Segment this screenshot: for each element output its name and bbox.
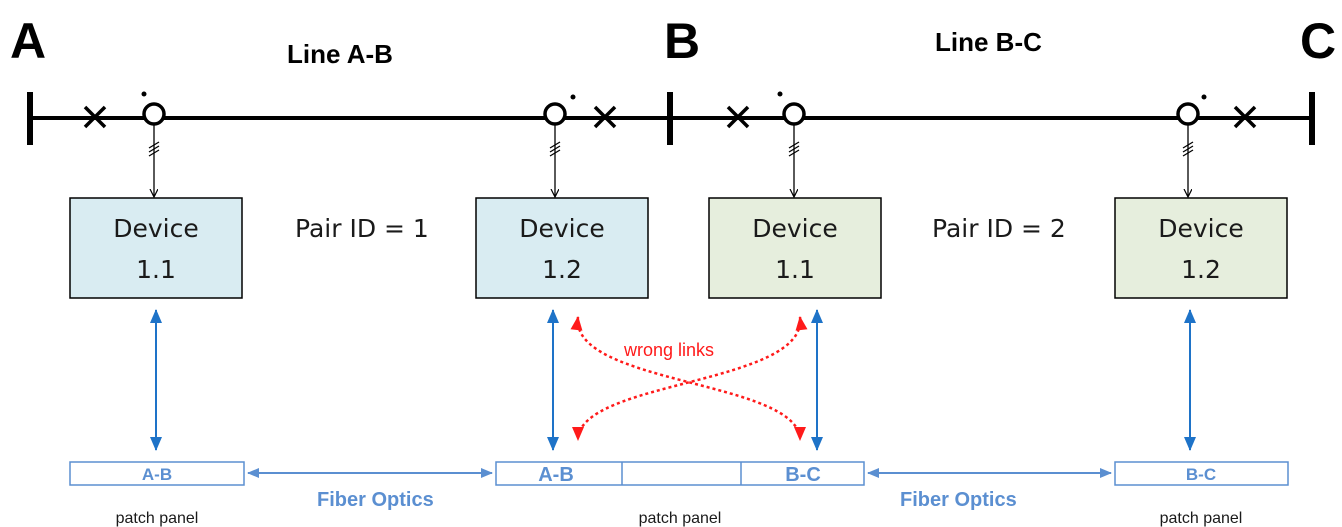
ct-connection: [549, 125, 561, 196]
current-transformer-icon: [1176, 94, 1207, 126]
current-transformer-icon: [543, 94, 576, 126]
device-box-ab-2[interactable]: Device 1.2: [475, 197, 649, 299]
line-bc-label: Line B-C: [935, 27, 1042, 57]
ct-connection: [148, 125, 160, 196]
fiber-optics-label: Fiber Optics: [900, 489, 1017, 511]
breaker-icon: [593, 105, 617, 129]
device-id: 1.2: [542, 255, 582, 284]
fiber-optics-label: Fiber Optics: [317, 489, 434, 511]
bus-c-label: C: [1300, 13, 1336, 69]
pair-id-2-label: Pair ID = 2: [932, 214, 1066, 243]
patch-panel-port-label: B-C: [785, 464, 821, 486]
patch-panel-port-label: B-C: [1186, 465, 1216, 484]
device-name: Device: [752, 214, 838, 243]
ct-connection: [1182, 125, 1194, 196]
bus-b-label: B: [664, 13, 700, 69]
patch-panel-port-label: A-B: [538, 464, 574, 486]
pair-id-1-label: Pair ID = 1: [295, 214, 429, 243]
breaker-icon: [726, 105, 750, 129]
device-id: 1.2: [1181, 255, 1221, 284]
device-name: Device: [113, 214, 199, 243]
breaker-icon: [83, 105, 107, 129]
patch-panel-port-label: A-B: [142, 465, 172, 484]
patch-panel-right[interactable]: B-C: [1114, 461, 1289, 486]
device-box-bc-1[interactable]: Device 1.1: [708, 197, 882, 299]
device-box-bc-2[interactable]: Device 1.2: [1114, 197, 1288, 299]
breaker-icon: [1233, 105, 1257, 129]
line-ab-label: Line A-B: [287, 39, 393, 69]
wrong-link-arrow: [570, 316, 806, 441]
ct-connection: [788, 125, 800, 196]
patch-panel-caption: patch panel: [116, 510, 199, 527]
device-name: Device: [519, 214, 605, 243]
patch-panel-middle[interactable]: A-B B-C: [495, 461, 865, 486]
current-transformer-icon: [777, 91, 806, 126]
patch-panel-caption: patch panel: [639, 510, 722, 527]
device-id: 1.1: [775, 255, 815, 284]
bus-a-label: A: [10, 13, 46, 69]
device-id: 1.1: [136, 255, 176, 284]
current-transformer-icon: [141, 91, 166, 126]
patch-panel-left[interactable]: A-B: [69, 461, 245, 486]
patch-panel-caption: patch panel: [1160, 510, 1243, 527]
device-name: Device: [1158, 214, 1244, 243]
wrong-link-arrow: [572, 316, 808, 441]
wrong-links-label: wrong links: [623, 340, 714, 360]
device-box-ab-1[interactable]: Device 1.1: [69, 197, 243, 299]
